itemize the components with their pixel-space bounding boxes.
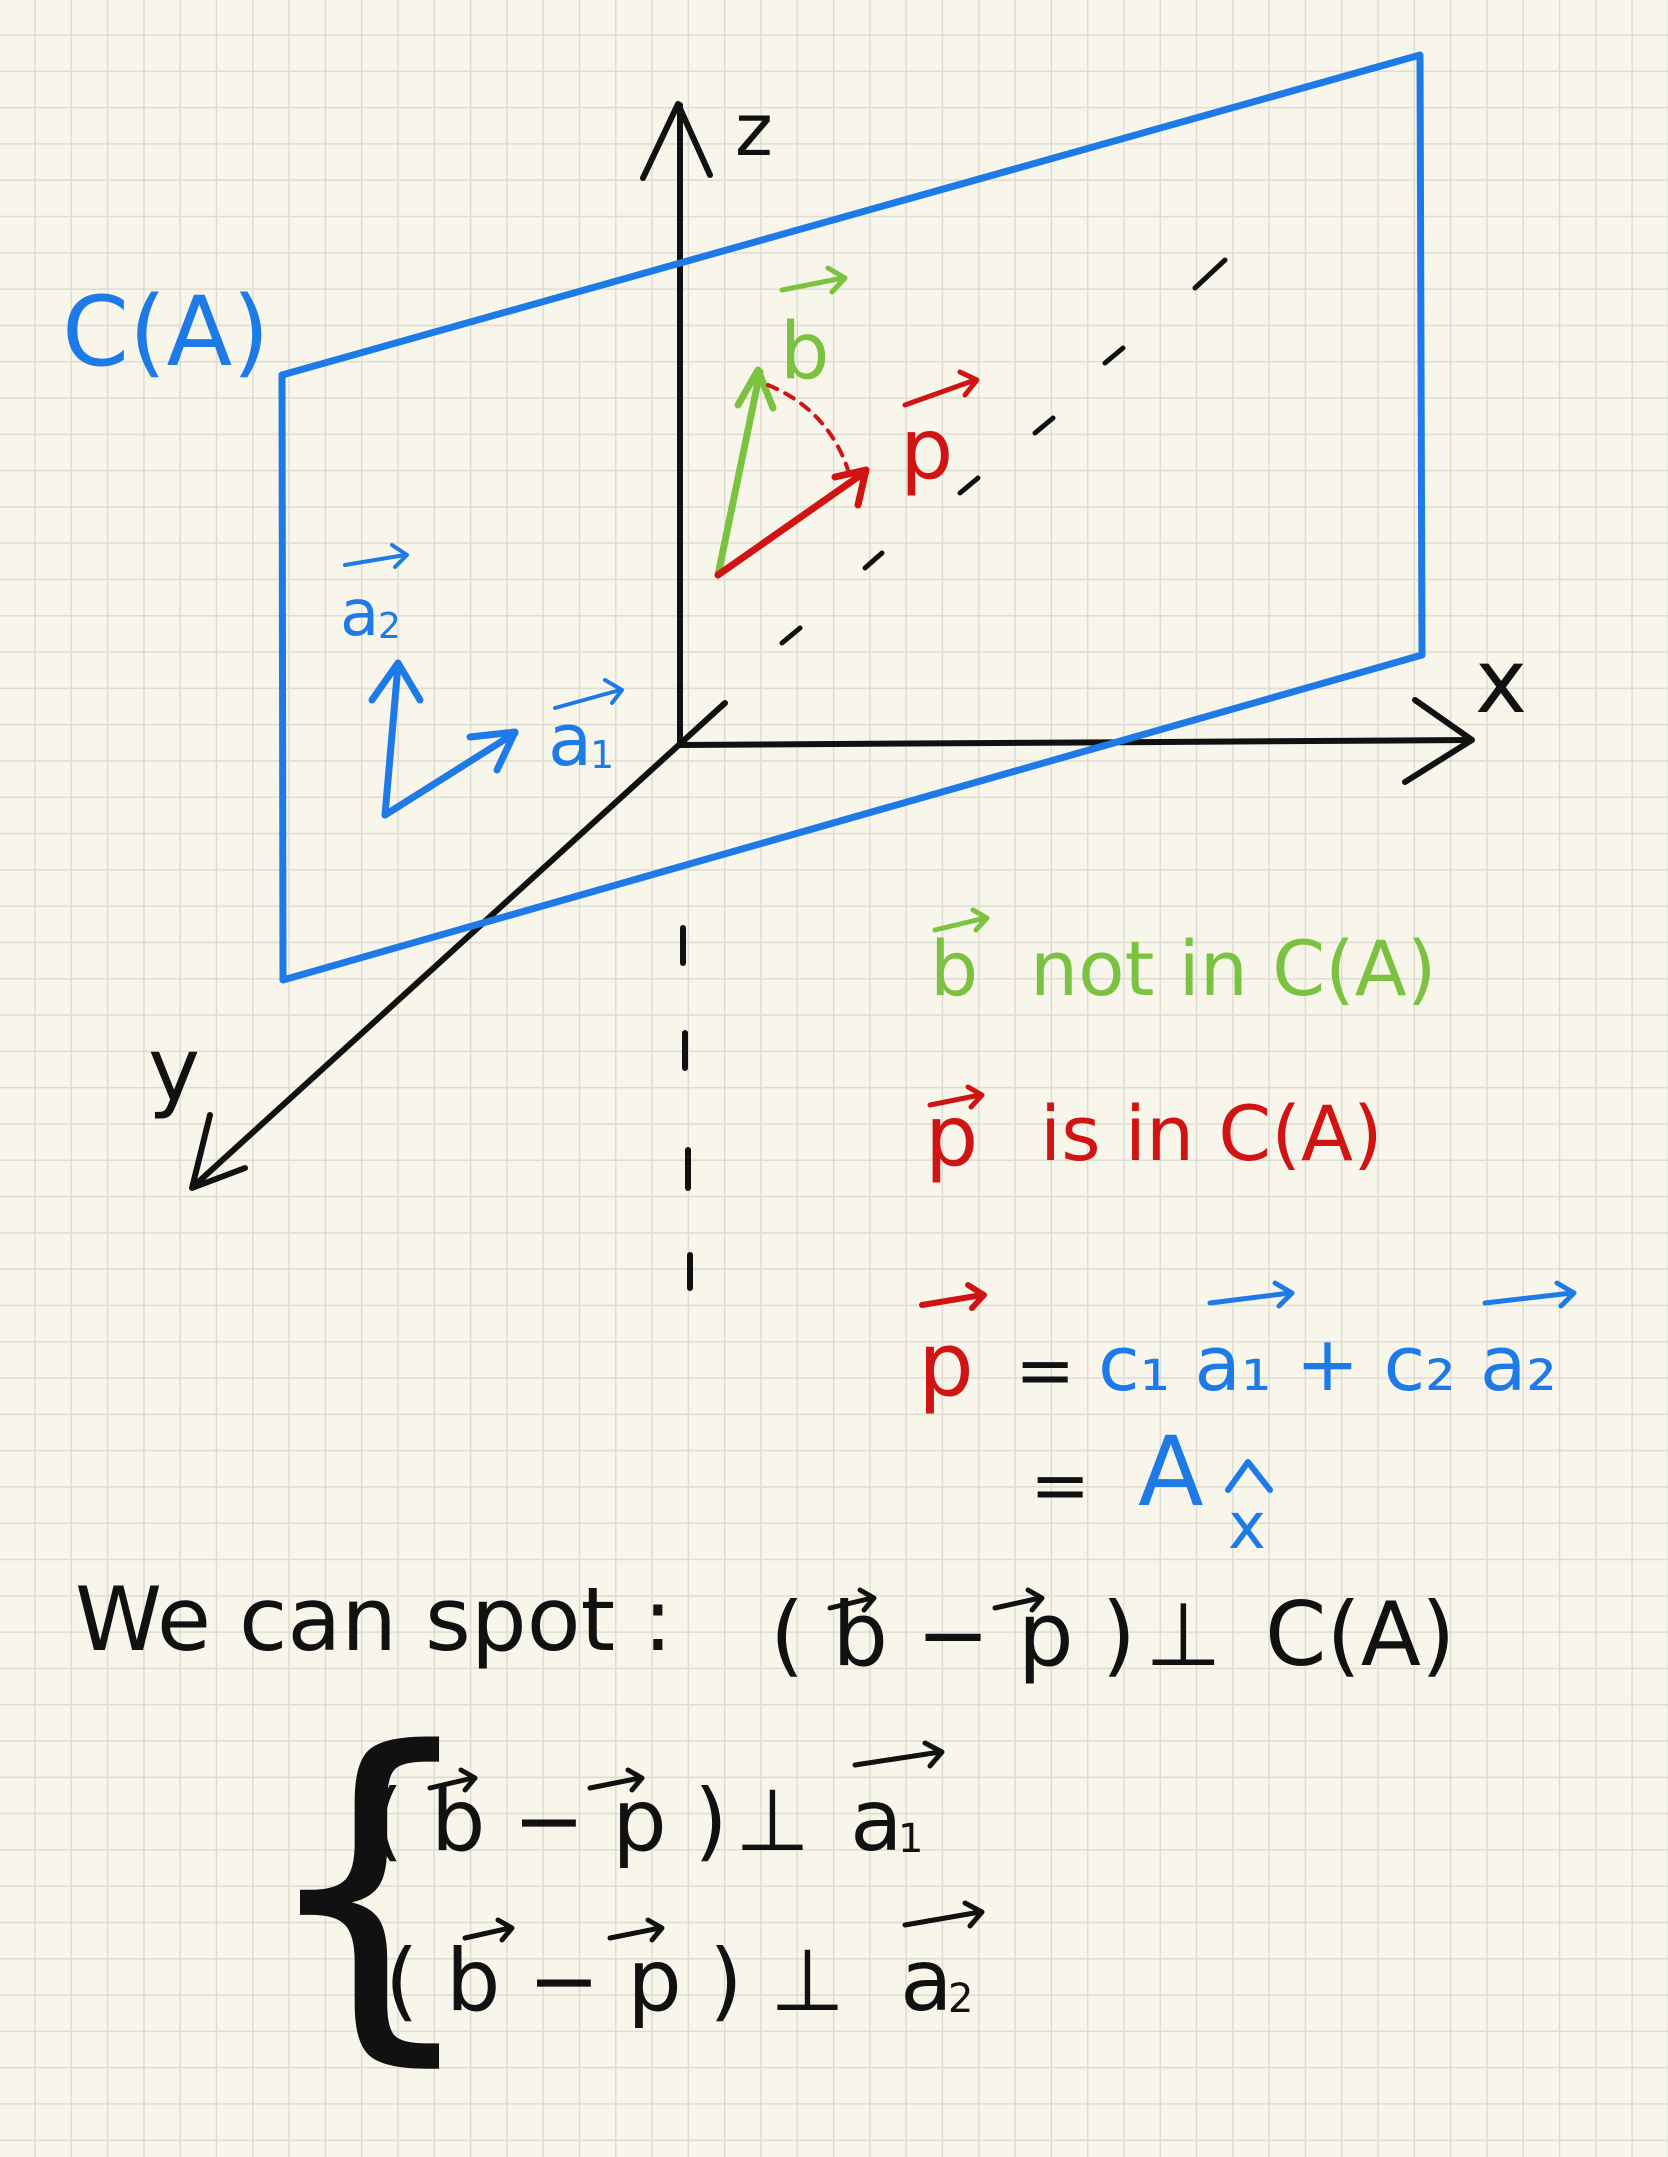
z-axis-arrowhead	[640, 101, 713, 181]
sys2-b-arrow	[462, 1925, 513, 1941]
sys2-p-arrow	[607, 1925, 663, 1941]
x-axis-arrowhead	[1402, 697, 1475, 785]
y-axis-dash	[957, 475, 981, 496]
sys1-perp: ⊥	[735, 1771, 810, 1871]
sys1-p-arrow	[587, 1775, 643, 1791]
sys1-lhs: ( b − p )	[370, 1771, 728, 1871]
conclusion-perp: ⊥	[1145, 1583, 1222, 1686]
sys2-lhs: ( b − p )	[385, 1931, 743, 2031]
eq1-rhs: c₁ a₁ + c₂ a₂	[1098, 1319, 1557, 1408]
main-b-arrow	[827, 1595, 875, 1611]
eq1-a1-arrow	[1207, 1290, 1293, 1306]
plane-outline	[278, 51, 1426, 984]
b-label-arrowhead	[825, 265, 848, 295]
vector-b-arrowhead	[734, 366, 777, 412]
a2-label-arrow	[343, 553, 407, 567]
main-b-arrowhead	[857, 1587, 877, 1613]
x-axis-label: x	[1475, 630, 1527, 733]
x-axis	[677, 737, 1473, 748]
y-axis-dash	[779, 625, 803, 646]
p-label-arrowhead	[957, 369, 980, 398]
sys2-rhs-sub: 2	[948, 1976, 973, 2022]
p-label-arrow	[902, 377, 978, 408]
sys2-a2-arrowhead	[962, 1900, 985, 1929]
note-b-arrowhead	[970, 907, 990, 933]
note-b-text: not in C(A)	[1030, 924, 1436, 1013]
a2-label: a	[340, 577, 379, 651]
a2-label-arrowhead	[390, 543, 409, 569]
z-axis-label: z	[735, 88, 773, 172]
eq1-a1-arrowhead	[1272, 1280, 1295, 1309]
eq2-x: x	[1228, 1490, 1266, 1564]
eq1-lhs-arrowhead	[965, 1282, 987, 1311]
y-axis-dash	[862, 550, 885, 571]
y-axis-dash	[1102, 345, 1126, 366]
y-axis	[192, 700, 728, 1188]
basis-vector-a1-arrowhead	[466, 728, 519, 774]
eq2-hat	[1225, 1459, 1273, 1493]
y-axis-label: y	[148, 1018, 200, 1121]
sys1-p-arrowhead	[625, 1767, 645, 1793]
eq2-equals: =	[1030, 1443, 1090, 1527]
sys1-b-arrow	[427, 1775, 476, 1791]
a1-label-arrowhead	[603, 678, 624, 705]
sys2-p-arrowhead	[645, 1917, 665, 1943]
vector-p-arrowhead	[831, 466, 870, 509]
sys2-b-arrowhead	[495, 1917, 515, 1943]
sys2-a2-arrow	[902, 1909, 983, 1928]
sys2-perp: ⊥	[770, 1931, 845, 2031]
error-dashed-line	[766, 383, 850, 472]
b-label-arrow	[779, 275, 846, 293]
vector-b-and-projection: b p	[714, 265, 980, 579]
a1-label: a	[548, 698, 592, 782]
main-p-arrowhead	[1025, 1587, 1045, 1613]
sys2-rhs: a	[900, 1931, 953, 2031]
sys1-rhs: a	[850, 1771, 903, 1871]
sys1-a1-arrow	[852, 1749, 943, 1768]
eq1-a2-arrowhead	[1554, 1280, 1577, 1309]
note-p-arrow	[927, 1092, 983, 1108]
p-label: p	[900, 400, 953, 498]
plane-label: C(A)	[62, 276, 270, 388]
note-p-arrowhead	[965, 1084, 985, 1110]
note-b-symbol: b	[930, 924, 978, 1013]
conclusion: We can spot : ( b − p ) ⊥ C(A) { ( b − p…	[75, 1568, 1455, 2095]
sys1-b-arrowhead	[458, 1767, 478, 1793]
system-brace: {	[255, 1676, 484, 2095]
main-p-arrow	[992, 1595, 1043, 1611]
basis-vector-a2	[381, 661, 402, 819]
basis-vector-a1	[381, 729, 519, 819]
b-label: b	[780, 307, 830, 397]
note-p-text: is in C(A)	[1040, 1089, 1383, 1178]
conclusion-space: C(A)	[1265, 1583, 1455, 1686]
y-axis-arrowhead	[189, 1112, 248, 1191]
eq1-lhs-arrow	[919, 1292, 985, 1308]
eq1-lhs: p	[918, 1313, 974, 1416]
conclusion-intro: We can spot :	[75, 1568, 673, 1671]
vector-b	[714, 368, 764, 579]
eq1-a2-arrow	[1482, 1290, 1575, 1306]
sys1-rhs-sub: 1	[898, 1816, 923, 1862]
eq1-equals: =	[1015, 1328, 1075, 1412]
vector-p	[714, 468, 869, 579]
eq2-A: A	[1138, 1416, 1204, 1528]
a1-subscript: 1	[590, 733, 614, 777]
axes: z x y	[148, 88, 1527, 1291]
a1-label-arrow	[553, 688, 622, 710]
y-axis-dash	[1192, 257, 1228, 291]
note-b-arrow	[932, 915, 988, 933]
basis-vector-a2-arrowhead	[368, 659, 424, 704]
sys1-a1-arrowhead	[922, 1740, 945, 1769]
notes: b not in C(A) p is in C(A) p = c₁ a₁ + c…	[918, 907, 1577, 1564]
a2-subscript: 2	[378, 606, 401, 647]
y-axis-dash	[1032, 415, 1056, 436]
column-space-plane: C(A)	[62, 51, 1426, 984]
basis-vectors: a 2 a 1	[340, 543, 624, 819]
conclusion-main: ( b − p )	[770, 1583, 1136, 1686]
